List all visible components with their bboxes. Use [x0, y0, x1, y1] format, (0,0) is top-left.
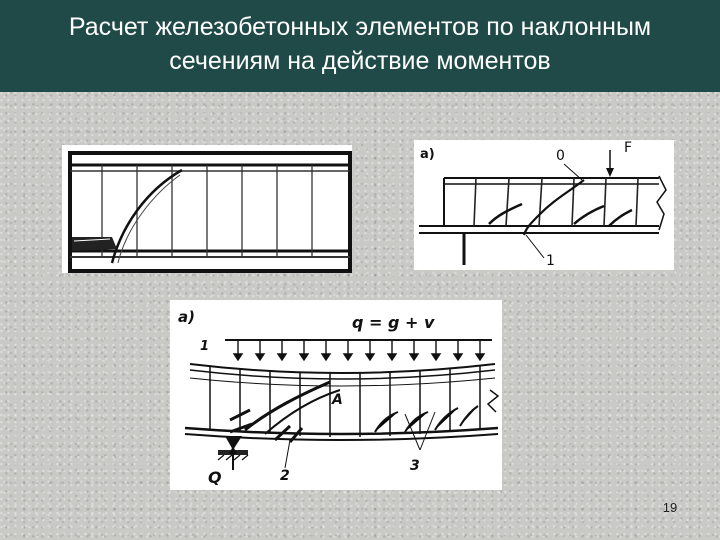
- crack-label-1: 1: [546, 253, 555, 269]
- force-label-f: F: [624, 140, 632, 156]
- label-1: 1: [200, 339, 209, 354]
- label-2: 2: [280, 468, 290, 484]
- section-label-0: 0: [556, 148, 565, 164]
- panel-label: а): [178, 308, 195, 326]
- panel-label: а): [420, 147, 435, 162]
- load-formula: q = g + v: [352, 313, 435, 332]
- page-number: 19: [662, 500, 678, 515]
- reaction-label-q: Q: [208, 468, 222, 487]
- slide-title-line-1: Расчет железобетонных элементов по накло…: [68, 13, 652, 41]
- slide-title-line-2: сечениям на действие моментов: [169, 47, 551, 75]
- schematic-section-figure: а) 0 F 1: [414, 140, 674, 270]
- beam-crack-drawing: [68, 151, 352, 273]
- label-3: 3: [410, 458, 420, 474]
- title-bar: Расчет железобетонных элементов по накло…: [0, 0, 720, 92]
- beam-crack-photo-figure: [62, 145, 352, 273]
- label-a: A: [331, 392, 343, 408]
- distributed-load-beam-figure: а) q = g + v 1 A Q 2 3: [170, 300, 502, 490]
